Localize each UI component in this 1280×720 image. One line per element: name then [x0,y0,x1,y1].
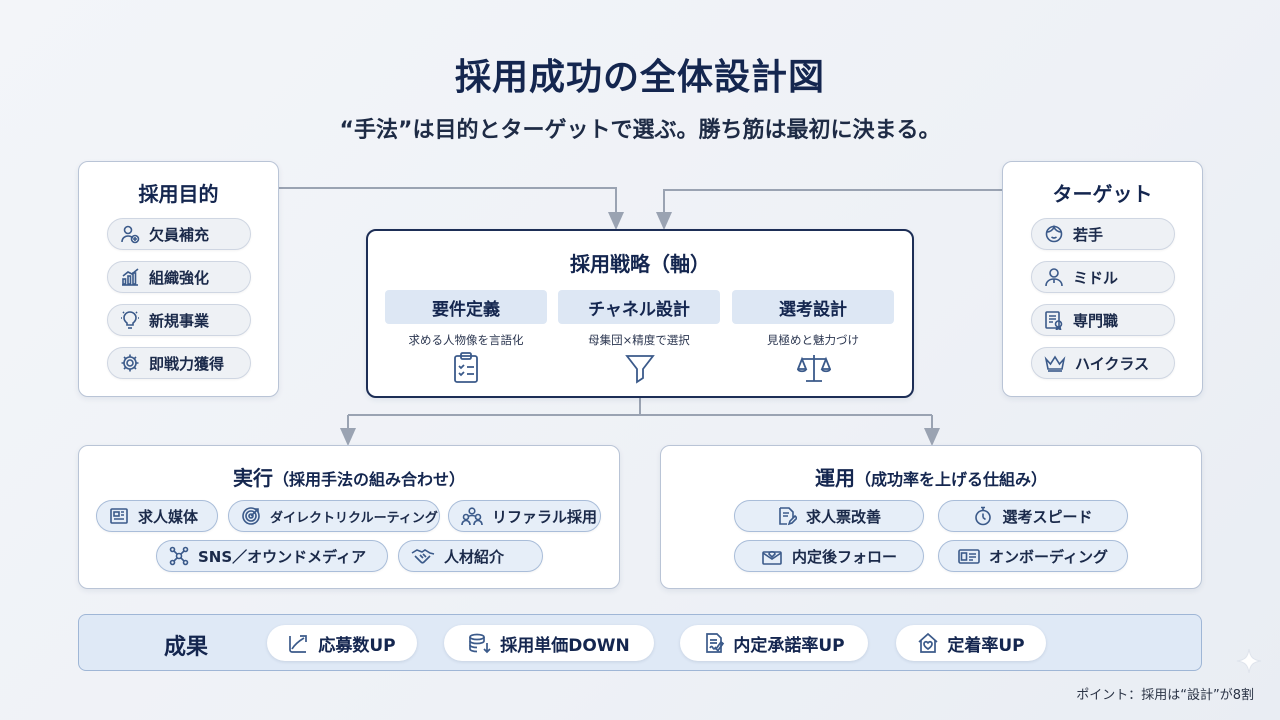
purpose-title: 採用目的 [138,182,219,206]
strategy-title: 採用戦略（軸） [570,252,710,276]
purpose-item: 新規事業 [107,304,251,336]
operation-item-label: 内定後フォロー [791,547,897,566]
execution-item-label: ダイレクトリクルーティング [270,510,438,526]
purpose-item-label: 欠員補充 [149,225,210,244]
execution-item: ダイレクトリクルーティング [228,500,440,532]
newspaper-icon [109,506,129,526]
target-item: ミドル [1031,261,1175,293]
strategy-head-requirements: 要件定義 [385,290,547,324]
growth-chart-icon [120,267,140,287]
arrow-target-to-strategy [656,189,1002,230]
execution-title: 実行 [232,466,273,490]
sparkle-icon [1236,648,1262,678]
operation-item: オンボーディング [938,540,1128,572]
result-item-label: 定着率UP [947,635,1025,656]
strategy-desc-channel: 母集団×精度で選択 [588,333,690,347]
stopwatch-icon [973,506,993,526]
result-item-label: 採用単価DOWN [500,635,630,656]
execution-title-row: 実行（採用手法の組み合わせ） [78,462,620,491]
young-face-icon [1044,224,1064,244]
arrow-purpose-to-strategy [279,187,624,230]
result-item: 応募数UP [267,625,417,661]
purpose-item: 即戦力獲得 [107,347,251,379]
home-heart-icon [917,632,939,654]
arrow-up-icon [288,632,310,654]
strategy-head-channel: チャネル設計 [558,290,720,324]
person-icon [1044,267,1064,287]
operation-item-label: オンボーディング [989,547,1108,566]
operation-title-row: 運用（成功率を上げる仕組み） [660,462,1202,491]
gear-icon [120,353,140,373]
page-subtitle: “手法”は目的とターゲットで選ぶ。勝ち筋は最初に決まる。 [339,118,941,143]
target-item-label: ミドル [1073,268,1119,287]
group-icon [461,506,483,526]
lightbulb-icon [120,310,140,330]
execution-item: リファラル採用 [448,500,601,532]
strategy-desc-requirements: 求める人物像を言語化 [408,333,524,347]
crown-icon [1044,353,1066,373]
purpose-item-label: 新規事業 [149,311,210,330]
strategy-desc-selection: 見極めと魅力づけ [767,333,859,347]
funnel-icon [624,352,656,388]
target-item: ハイクラス [1031,347,1175,379]
execution-title-sub: （採用手法の組み合わせ） [272,470,465,489]
target-item-label: 専門職 [1073,311,1119,330]
person-add-icon [120,224,140,244]
coins-down-icon [468,632,492,654]
result-item: 内定承諾率UP [680,625,868,661]
target-panel: ターゲット 若手 ミドル 専門職 ハイクラス [1002,161,1203,397]
letter-icon [761,546,783,566]
target-item-label: ハイクラス [1075,354,1150,373]
operation-item-label: 選考スピード [1002,507,1093,526]
result-item: 採用単価DOWN [444,625,654,661]
target-item: 若手 [1031,218,1175,250]
purpose-panel: 採用目的 欠員補充 組織強化 新規事業 即戦力獲得 [78,161,279,397]
clipboard-checklist-icon [452,352,480,388]
result-item: 定着率UP [896,625,1046,661]
signed-document-icon [703,632,725,654]
result-item-label: 応募数UP [318,635,396,656]
target-icon [241,506,261,526]
operation-title-sub: （成功率を上げる仕組み） [854,470,1047,489]
operation-title: 運用 [814,466,855,490]
execution-item: 人材紹介 [398,540,543,572]
footer-note: ポイント：採用は“設計”が8割 [1076,688,1254,703]
scales-icon [796,352,832,388]
operation-item: 選考スピード [938,500,1128,532]
page-title: 採用成功の全体設計図 [454,57,825,98]
arrow-strategy-to-split [348,398,932,416]
result-item-label: 内定承諾率UP [733,635,845,656]
purpose-item-label: 組織強化 [149,268,210,287]
strategy-head-selection: 選考設計 [732,290,894,324]
results-title: 成果 [164,635,209,660]
operation-item: 求人票改善 [734,500,924,532]
operation-item: 内定後フォロー [734,540,924,572]
execution-item-label: SNS／オウンドメディア [198,547,367,566]
handshake-icon [411,546,435,566]
operation-item-label: 求人票改善 [805,507,881,526]
execution-item-label: 人材紹介 [444,547,505,566]
execution-item: SNS／オウンドメディア [156,540,388,572]
purpose-item-label: 即戦力獲得 [149,354,225,373]
id-card-icon [958,546,980,566]
execution-item: 求人媒体 [96,500,218,532]
certificate-icon [1044,310,1064,330]
network-icon [169,546,189,566]
edit-document-icon [777,506,797,526]
purpose-item: 組織強化 [107,261,251,293]
target-title: ターゲット [1052,182,1153,206]
execution-item-label: リファラル採用 [492,507,598,526]
target-item-label: 若手 [1073,225,1104,244]
execution-item-label: 求人媒体 [138,507,199,526]
target-item: 専門職 [1031,304,1175,336]
purpose-item: 欠員補充 [107,218,251,250]
